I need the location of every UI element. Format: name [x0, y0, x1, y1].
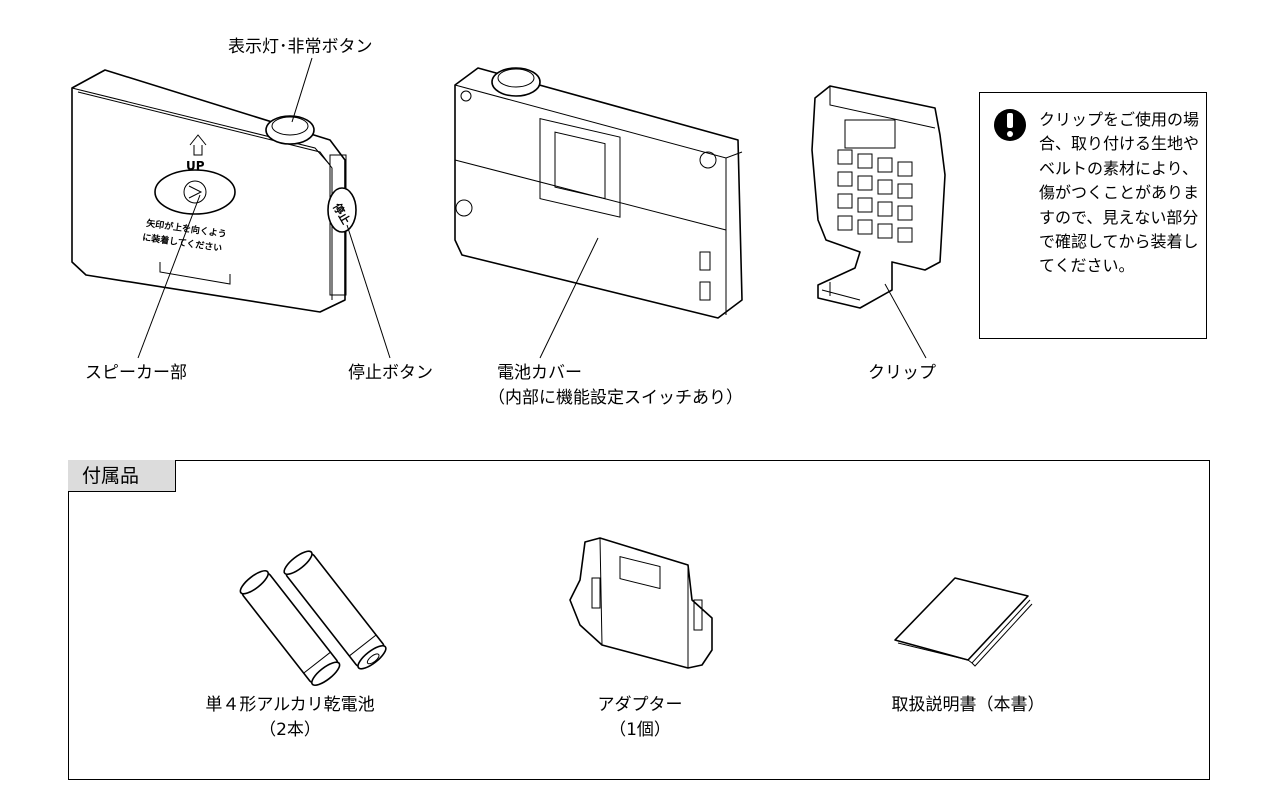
clip-illustration: [811, 85, 946, 309]
device-front-illustration: 停止 UP 矢印が上を向くよう に装着してください: [71, 69, 357, 313]
accessories-section: [68, 460, 1210, 780]
accessory-batteries-name: 単４形アルカリ乾電池: [205, 695, 375, 715]
adapter-illustration: [569, 537, 713, 669]
accessory-adapter-qty: （1個）: [609, 720, 671, 740]
batteries-illustration: [239, 550, 387, 686]
battery-cover-note: （内部に機能設定スイッチあり）: [488, 388, 743, 408]
accessory-batteries-qty: （2本）: [259, 720, 321, 740]
caution-box: [979, 92, 1207, 339]
battery-cover-label: 電池カバー: [497, 363, 582, 383]
leader-lines: [137, 57, 927, 359]
clip-label: クリップ: [868, 363, 936, 383]
speaker-label: スピーカー部: [85, 363, 187, 383]
accessory-manual-name: 取扱説明書（本書）: [891, 695, 1045, 715]
stop-button-label: 停止ボタン: [348, 363, 433, 383]
accessories-title: 付属品: [68, 460, 176, 492]
device-back-illustration: [454, 67, 743, 319]
accessory-adapter-name: アダプター: [597, 695, 683, 715]
indicator-emergency-button-label: 表示灯･非常ボタン: [228, 37, 373, 57]
caution-text: クリップをご使用の場合、取り付ける生地やベルトの素材により、傷がつくことがありま…: [1039, 110, 1200, 276]
manual-illustration: [894, 577, 1033, 667]
exclamation-icon: [994, 109, 1026, 141]
